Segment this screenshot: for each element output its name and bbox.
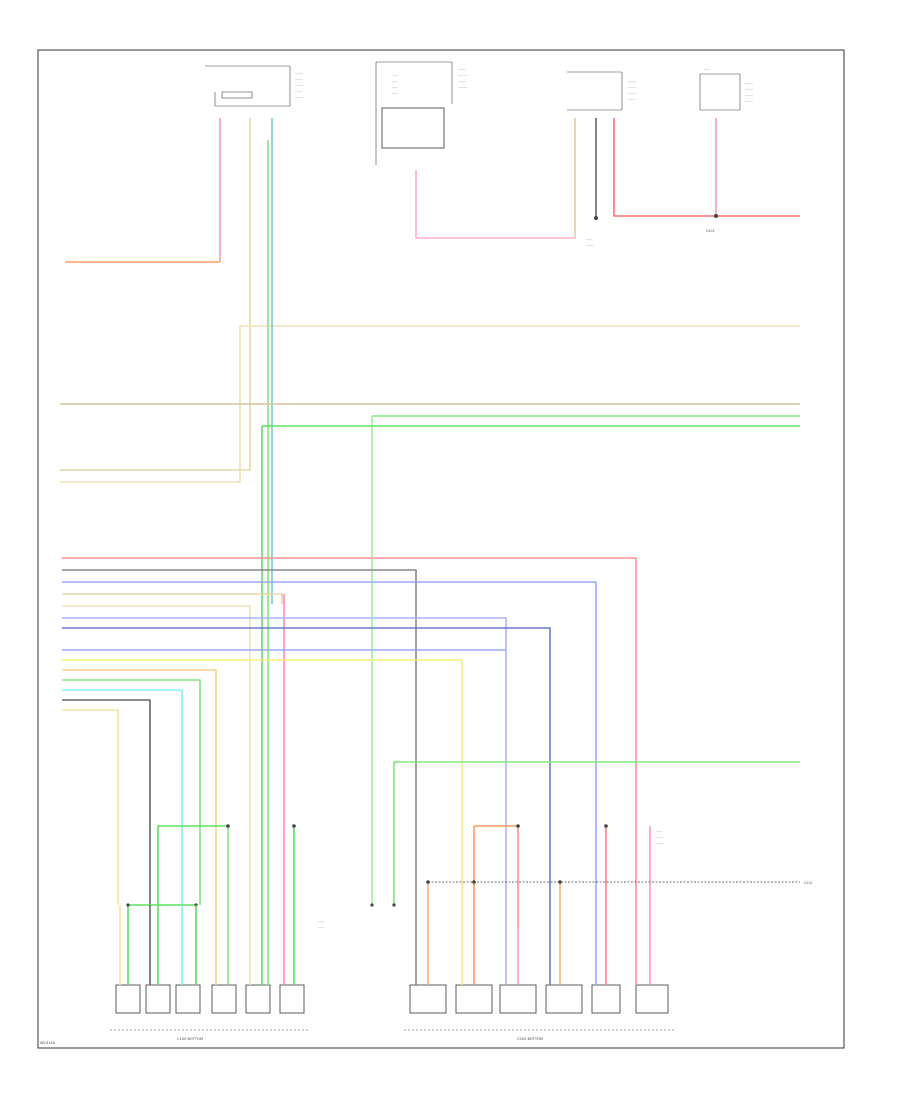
ground-label: G101 <box>804 881 813 885</box>
wire-green-right-feed <box>393 761 800 905</box>
wire-blue-bundle-2 <box>62 617 507 928</box>
top-middle-module: ...... ...... ...... ...... ........ ...… <box>375 61 467 165</box>
top-right-module: ........ ........ ........ ....... <box>567 71 636 111</box>
svg-text:........: ........ <box>458 79 466 83</box>
top-left-module: ........ ....... ........ ....... ......… <box>205 65 303 107</box>
svg-text:.........: ......... <box>458 85 467 89</box>
wire-tan-2 <box>60 326 241 483</box>
right-connector-group <box>404 984 674 1031</box>
svg-text:........: ........ <box>745 81 753 85</box>
junction-dots <box>126 214 718 907</box>
wire-yellow-bundle <box>62 659 463 928</box>
diagram-frame <box>37 49 845 1049</box>
svg-text:........: ........ <box>628 85 636 89</box>
wire-tan-bundle <box>62 593 283 604</box>
svg-text:......: ...... <box>318 919 324 923</box>
page-reference: W2314A <box>40 1041 56 1045</box>
right-connector-label: C205 BOTTOM <box>517 1037 543 1041</box>
misc-tiny-labels: ...... ........ ...... ...... ...... ...… <box>318 237 663 929</box>
wire-red-right <box>613 118 800 217</box>
top-ground-label: G101 <box>706 229 715 233</box>
svg-text:.......: ....... <box>628 97 635 101</box>
wire-gray-bundle-2 <box>62 699 151 905</box>
svg-text:......: ...... <box>656 829 662 833</box>
wire-tan-1 <box>60 118 251 471</box>
wire-green-bundle-2 <box>62 679 201 905</box>
svg-text:......: ...... <box>392 91 398 95</box>
top-far-right-module: ...... ........ ........ ........ ......… <box>699 67 753 111</box>
svg-text:........: ........ <box>745 87 753 91</box>
svg-text:........: ........ <box>745 99 753 103</box>
wire-pink-mid <box>415 118 576 239</box>
svg-text:........: ........ <box>295 71 303 75</box>
wire-orange-jumper <box>473 825 519 928</box>
wire-cyan-bundle <box>62 689 183 905</box>
svg-text:........: ........ <box>458 67 466 71</box>
svg-text:......: ...... <box>318 925 324 929</box>
connector-stubs <box>119 905 651 985</box>
svg-text:........: ........ <box>586 243 594 247</box>
svg-text:.......: ....... <box>295 77 302 81</box>
svg-text:........: ........ <box>745 93 753 97</box>
wire-yellow-bundle-2 <box>62 709 119 905</box>
left-connector-label: C100 BOTTOM <box>177 1037 203 1041</box>
svg-text:........: ........ <box>295 83 303 87</box>
wires <box>60 118 800 928</box>
wire-pink-top <box>65 118 221 263</box>
wire-cream-bundle <box>62 605 251 905</box>
svg-text:.........: ......... <box>458 73 467 77</box>
svg-text:......: ...... <box>704 67 710 71</box>
wire-green-jumper-2 <box>127 904 196 928</box>
svg-text:........: ........ <box>628 79 636 83</box>
wire-blue-bundle-3 <box>62 627 551 928</box>
wire-red-bundle <box>62 557 637 928</box>
svg-text:.......: ....... <box>656 841 663 845</box>
svg-text:......: ...... <box>392 73 398 77</box>
svg-text:......: ...... <box>586 237 592 241</box>
svg-text:......: ...... <box>392 79 398 83</box>
svg-text:......: ...... <box>392 85 398 89</box>
wire-blue-bundle-1 <box>62 581 597 928</box>
wire-green-jumper <box>157 825 228 905</box>
svg-text:.......: ....... <box>656 835 663 839</box>
wire-gray-bundle <box>62 569 417 928</box>
svg-text:........: ........ <box>295 95 303 99</box>
svg-text:.......: ....... <box>295 89 302 93</box>
left-connector-group <box>110 984 310 1031</box>
wire-tan-bundle-2 <box>62 669 217 905</box>
svg-text:........: ........ <box>628 91 636 95</box>
